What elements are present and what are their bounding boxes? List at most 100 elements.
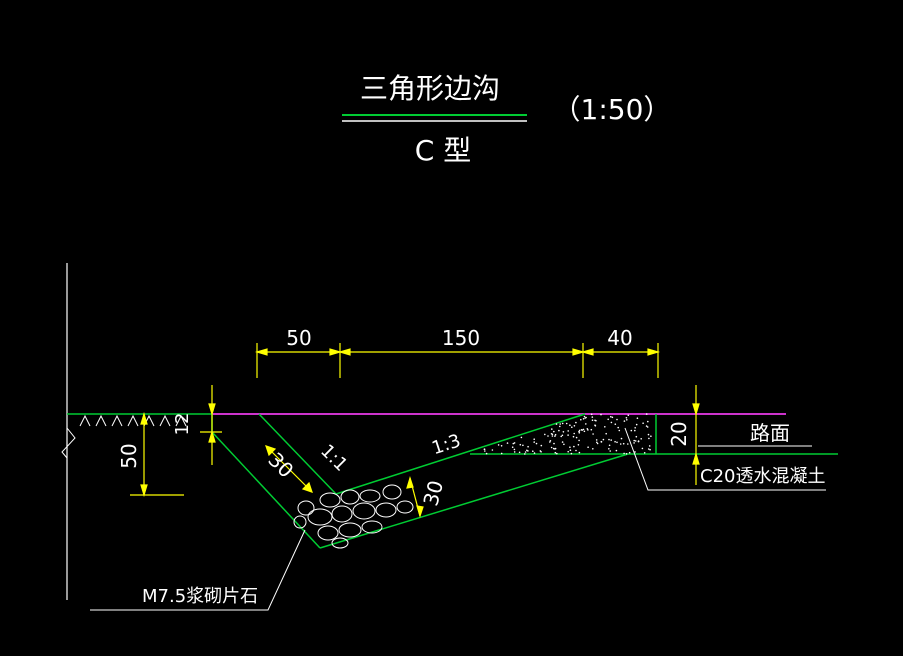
stipple-dot [511,446,514,449]
stipple-dot [559,425,561,428]
stipple-dot [591,419,594,422]
ground-hatch [79,414,187,427]
stipple-dot [571,426,573,429]
stipple-dot [549,441,551,443]
stipple-dot [635,423,638,426]
stipple-dot [569,446,571,449]
stipple-dot [570,452,573,455]
dim-left-12: 12 [172,413,193,436]
label-concrete: C20透水混凝土 [700,466,825,487]
stipple-dot [575,421,577,424]
stipple-dot [533,452,536,454]
stipple-dot [611,416,614,419]
stipple-dot [551,435,554,437]
stipple-dot [623,452,625,455]
stipple-dot [569,424,571,427]
stipple-dot [561,441,564,443]
stipple-dot [648,437,650,440]
stipple-dot [634,429,636,432]
stipple-dot [582,428,585,431]
break-symbol [61,427,76,459]
stipple-dot [519,443,522,446]
stipple-dot [647,420,649,423]
stipple-dot [614,440,616,443]
stipple-dot [648,445,651,447]
stipple-dot [527,445,529,448]
stipple-dot [575,436,578,439]
stipple-dot [625,453,628,455]
stipple-dot [578,432,581,434]
stipple-dot [500,452,503,455]
stipple-dot [647,448,650,450]
stipple-dot [643,452,646,454]
stipple-dot [614,423,617,426]
stipple-dot [520,436,523,439]
stipple-dot [590,413,593,416]
stipple-dot [573,432,575,435]
dim-right-20: 20 [667,421,691,446]
stipple-dot [578,430,580,433]
stipple-dot [561,434,564,437]
stipple-dot [636,417,639,420]
stipple-dot [587,429,589,431]
stipple-dot [551,428,553,430]
stipple-dot [554,433,557,436]
stipple-dot [563,443,565,446]
stipple-dot [640,438,642,440]
dim-top-150: 150 [442,326,480,350]
stipple-dot [592,433,594,435]
stipple-dot [556,452,558,455]
stipple-dot [596,442,599,445]
stipple-dot [607,418,609,421]
stipple-dot [549,440,552,442]
stipple-dot [625,417,628,419]
stipple-dot [608,444,611,447]
stipple-dot [553,430,555,433]
title-scale: （1:50） [553,93,672,126]
stipple-dot [522,444,524,447]
stipple-dot [616,441,618,444]
stipple-dot [634,451,636,453]
stipple-dot [584,417,586,419]
stipple-dot [596,441,598,444]
stipple-dot [483,448,486,451]
stipple-dot [619,443,622,445]
stipple-dot [513,451,516,453]
stipple-dot [567,434,569,436]
stipple-dot [616,418,618,421]
stipple-dot [573,425,576,427]
stipple-dot [645,413,648,415]
stipple-dot [553,442,555,445]
stipple-dot [591,416,594,418]
stipple-dot [554,447,557,450]
stipple-dot [610,439,612,441]
stipple-dot [527,450,529,452]
stipple-dot [544,433,546,436]
dim-left-50: 50 [117,443,141,468]
stipple-dot [583,415,586,418]
stipple-dot [491,449,494,451]
masonry-stones [293,484,414,549]
label-pavement: 路面 [750,421,790,445]
stipple-dot [554,451,557,454]
stipple-dot [575,449,577,452]
stipple-dot [497,444,500,446]
dimension-lines [130,343,700,518]
stipple-dot [562,431,565,433]
stipple-dot [594,425,597,427]
stipple-dot [484,450,486,452]
stipple-dot [572,435,575,438]
stipple-dot [587,446,589,449]
stipple-dot [485,452,488,455]
stipple-dot [590,428,593,431]
dim-top-40: 40 [607,326,632,350]
stipple-dot [558,429,560,432]
stipple-dot [641,447,644,450]
stipple-dot [561,422,564,425]
stipple-dot [637,440,640,443]
stipple-dot [539,450,542,452]
stipple-dot [604,426,606,428]
stipple-dot [560,435,562,438]
label-masonry: M7.5浆砌片石 [142,586,258,607]
stipple-dot [540,444,543,447]
